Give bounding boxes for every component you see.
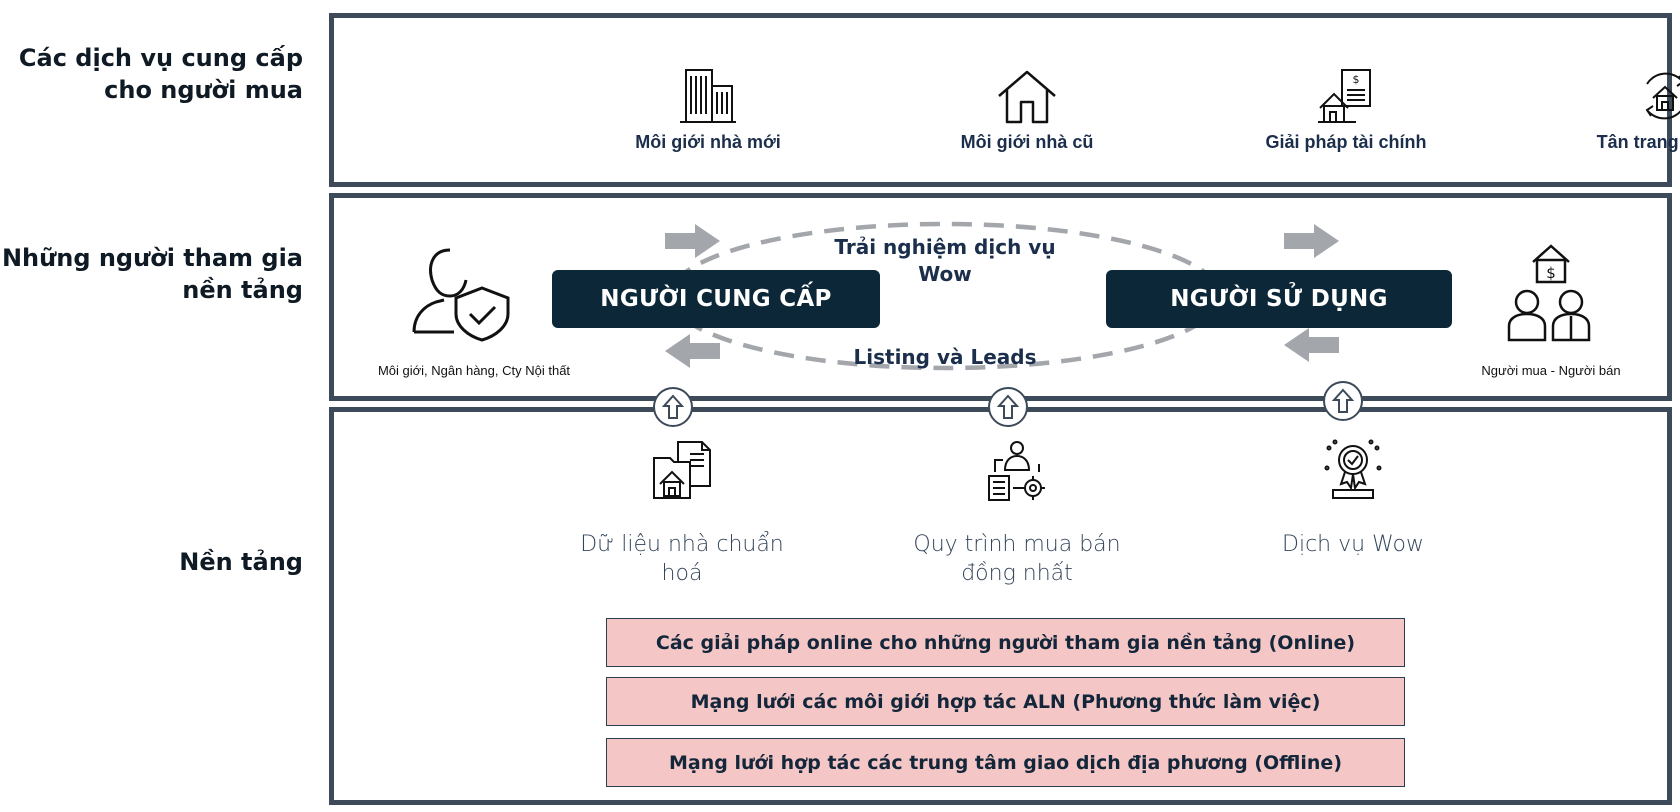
house-document-icon: $ <box>1318 69 1371 123</box>
foundation-bar-online: Các giải pháp online cho những người tha… <box>606 618 1405 667</box>
flow-bottom-caption: Listing và Leads <box>853 345 1037 369</box>
participants-panel: Môi giới, Ngân hàng, Cty Nội thất NGƯỜI … <box>329 193 1672 401</box>
agent-shield-icon <box>412 248 510 342</box>
house-icon <box>998 70 1056 124</box>
service-renovation: Tân trang nhà ở <box>1535 66 1680 153</box>
arrow-left-bottom-right <box>1284 328 1339 362</box>
up-arrow-icon <box>997 394 1019 419</box>
pillar-label-line2: hoá <box>661 561 703 586</box>
service-new-home: Môi giới nhà mới <box>578 66 838 153</box>
pillar-wow: Dịch vụ Wow <box>1223 438 1483 559</box>
flow-top-caption: Trải nghiệm dịch vụ Wow <box>834 234 1056 288</box>
up-arrow-icon <box>662 394 684 419</box>
up-arrow-connector-1 <box>653 387 693 427</box>
pillar-label: Dịch vụ Wow <box>1223 530 1483 559</box>
row-label-services-line1: Các dịch vụ cung cấp <box>18 44 303 72</box>
foundation-bar-aln: Mạng lưới các môi giới hợp tác ALN (Phươ… <box>606 677 1405 726</box>
svg-text:$: $ <box>1353 73 1360 86</box>
foundation-bar-offline: Mạng lưới hợp tác các trung tâm giao dịc… <box>606 738 1405 787</box>
award-badge-icon <box>1324 439 1382 499</box>
up-arrow-connector-3 <box>1323 381 1363 421</box>
pillar-process: Quy trình mua bán đồng nhất <box>887 438 1147 588</box>
row-label-platform: Nền tảng <box>179 548 303 576</box>
flow-top-line1: Trải nghiệm dịch vụ <box>834 235 1056 259</box>
flow-top-line2: Wow <box>918 262 972 286</box>
pillar-data: Dữ liệu nhà chuẩn hoá <box>552 438 812 588</box>
up-arrow-icon <box>1332 388 1354 413</box>
arrow-right-top-right <box>1284 224 1339 258</box>
row-label-services: Các dịch vụ cung cấp cho người mua <box>19 42 303 106</box>
service-label: Môi giới nhà cũ <box>960 132 1094 152</box>
house-documents-icon <box>653 441 711 499</box>
user-pill: NGƯỜI SỬ DỤNG <box>1106 270 1452 328</box>
svg-text:$: $ <box>1546 264 1556 282</box>
pillar-label-line1: Quy trình mua bán <box>913 532 1121 557</box>
row-label-participants-line2: nền tảng <box>182 276 303 304</box>
row-label-participants-line1: Những người tham gia <box>1 244 303 272</box>
up-arrow-connector-2 <box>988 387 1028 427</box>
user-caption: Người mua - Người bán <box>1481 363 1621 378</box>
pillar-label-line1: Dịch vụ Wow <box>1282 532 1424 557</box>
service-label: Tân trang nhà ở <box>1596 132 1680 152</box>
service-used-home: Môi giới nhà cũ <box>897 66 1157 153</box>
row-label-services-line2: cho người mua <box>104 76 303 104</box>
service-finance: $ Giải pháp tài chính <box>1216 66 1476 153</box>
buyer-seller-icon: $ <box>1507 244 1591 342</box>
pillar-label-line2: đồng nhất <box>961 561 1073 586</box>
provider-pill: NGƯỜI CUNG CẤP <box>552 270 880 328</box>
services-panel: Môi giới nhà mới Môi giới nhà cũ $ Giải … <box>329 13 1680 187</box>
service-label: Giải pháp tài chính <box>1265 132 1427 152</box>
pillar-label: Dữ liệu nhà chuẩn hoá <box>552 530 812 588</box>
buildings-icon <box>680 69 736 123</box>
service-label: Môi giới nhà mới <box>635 132 781 152</box>
process-gear-icon <box>988 441 1045 501</box>
row-label-participants: Những người tham gia nền tảng <box>2 242 303 306</box>
provider-caption: Môi giới, Ngân hàng, Cty Nội thất <box>377 363 571 378</box>
pillar-label: Quy trình mua bán đồng nhất <box>887 530 1147 588</box>
house-renovation-icon <box>1645 72 1680 120</box>
arrow-left-bottom-left <box>665 334 720 368</box>
arrow-right-top-left <box>665 224 720 258</box>
pillar-label-line1: Dữ liệu nhà chuẩn <box>580 532 784 557</box>
